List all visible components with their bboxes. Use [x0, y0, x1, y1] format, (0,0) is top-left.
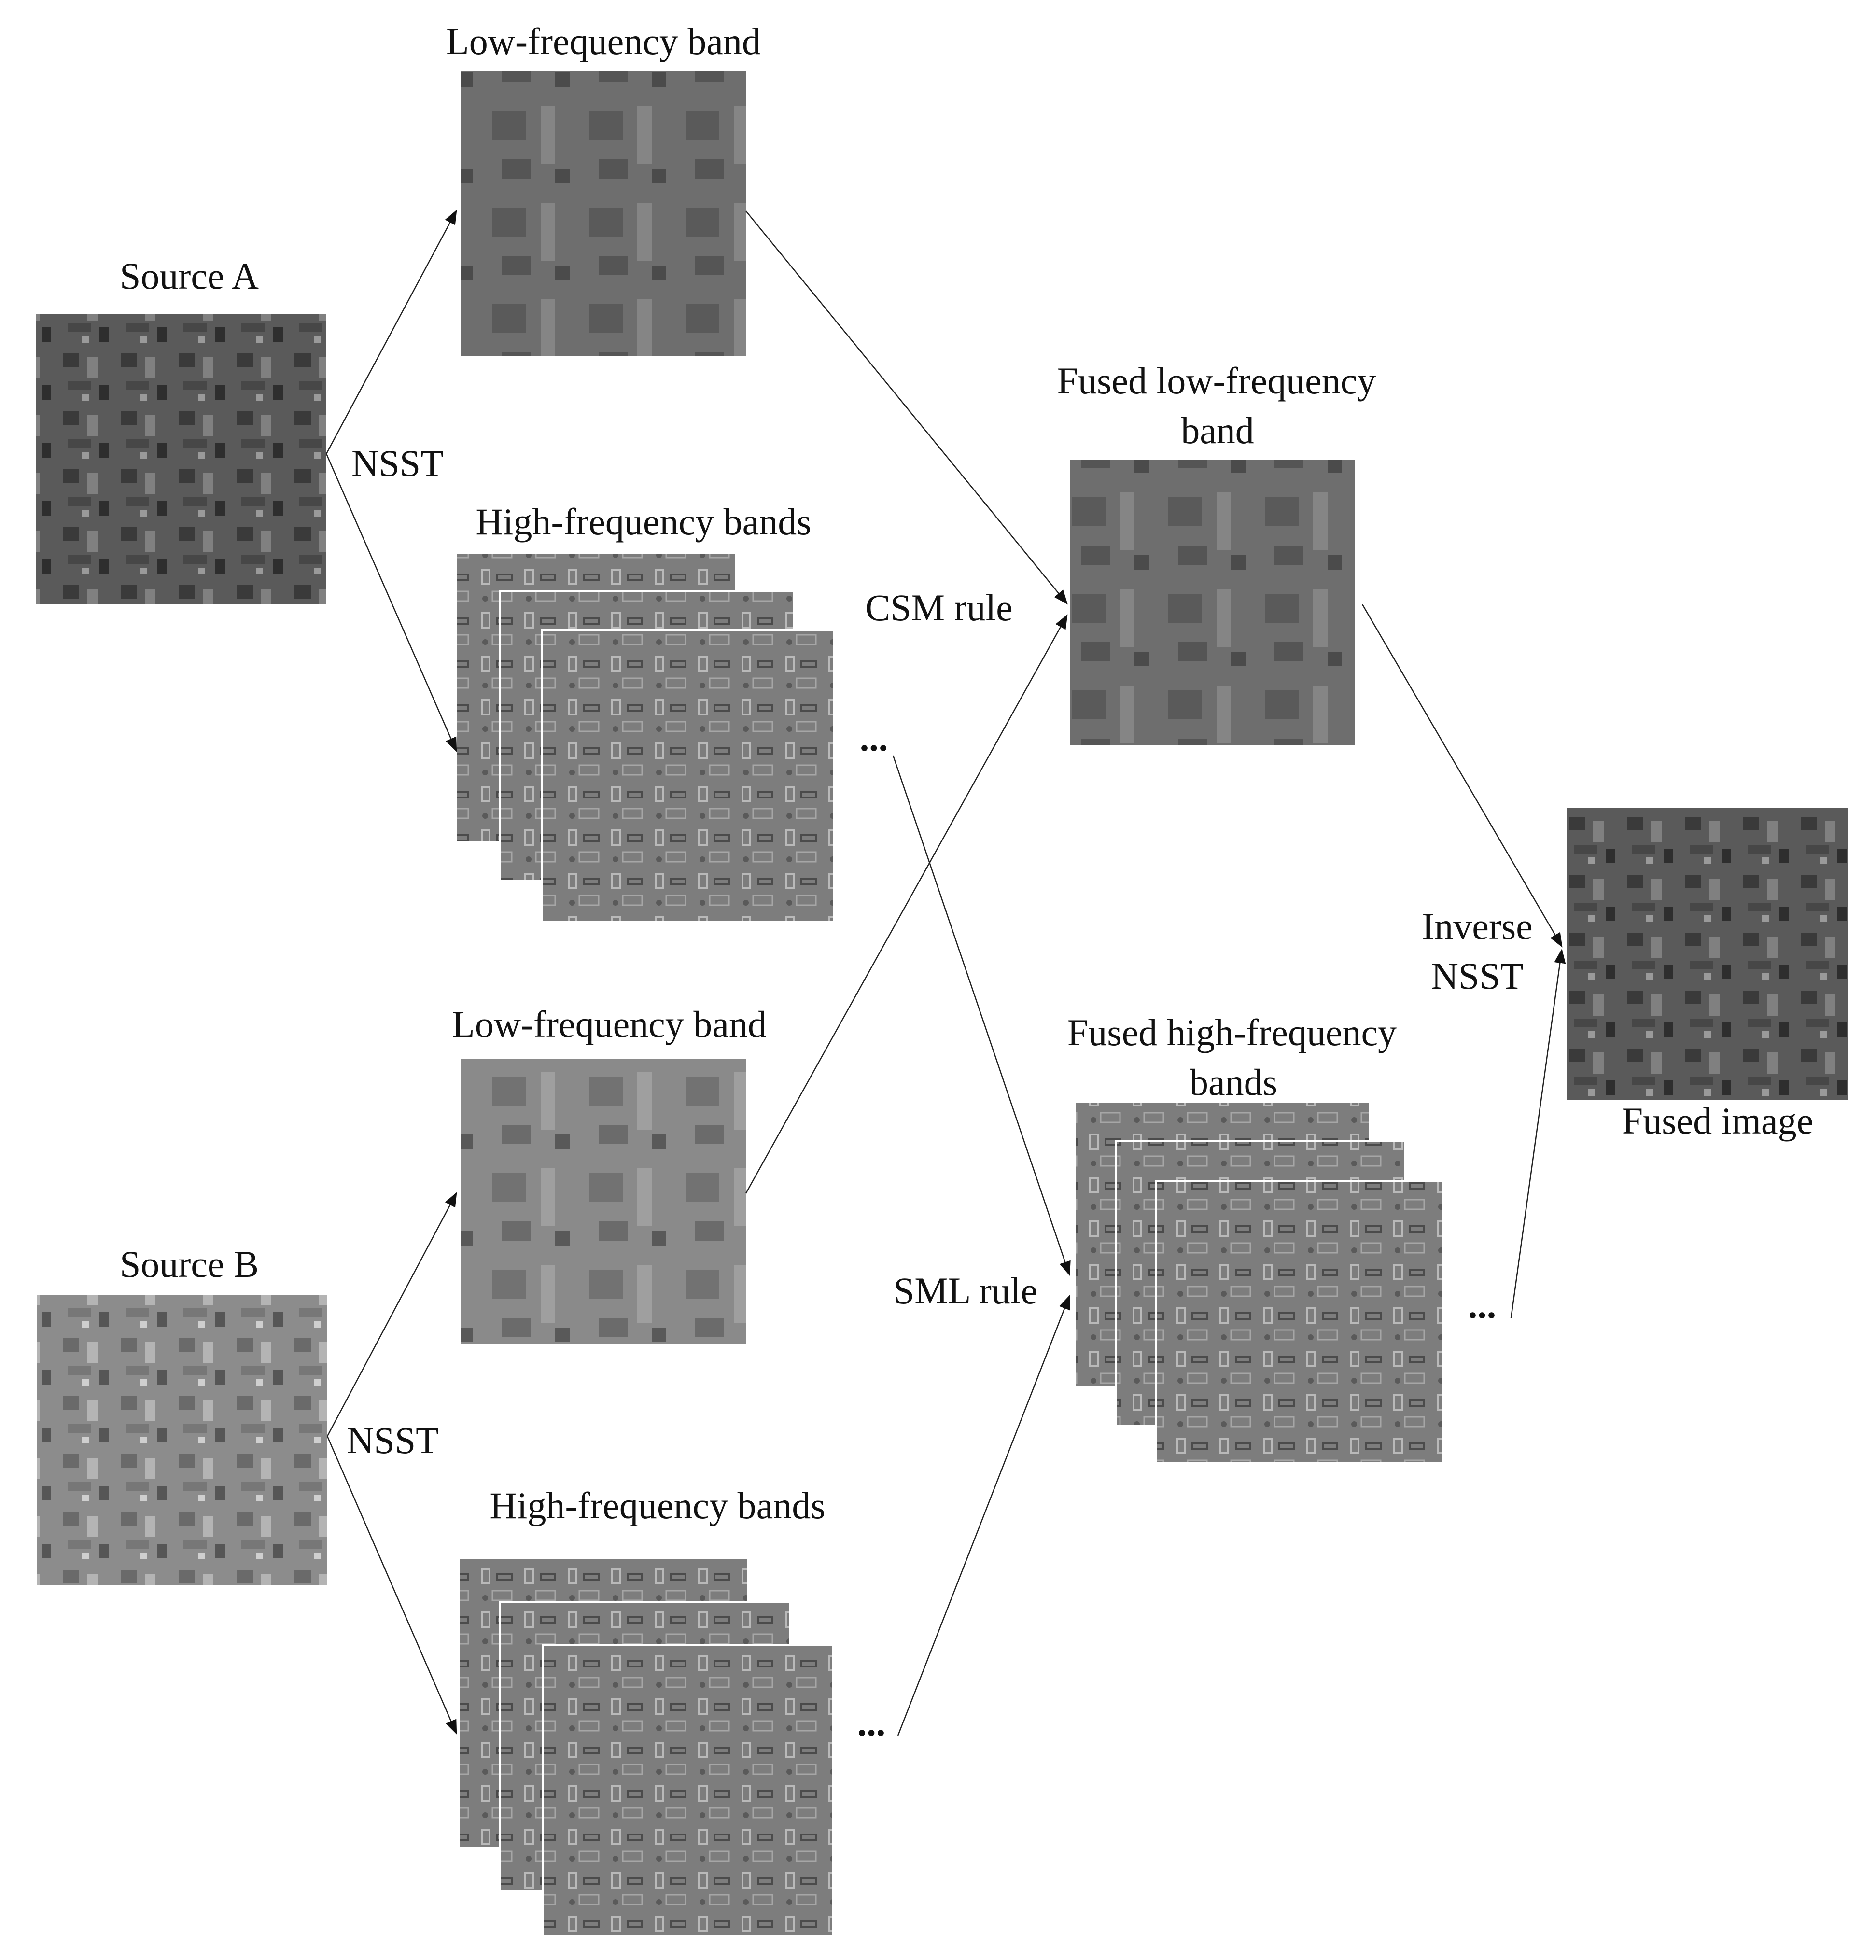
csm-rule-label: CSM rule — [865, 587, 1013, 629]
arrow-source-b-to-low-band — [326, 1192, 457, 1437]
low-band-b-image — [461, 1059, 746, 1344]
low-band-b-label: Low-frequency band — [452, 1003, 767, 1045]
fused-image-label: Fused image — [1622, 1100, 1813, 1142]
arrow-high-a-to-fused-high — [892, 755, 1071, 1276]
low-band-a-image — [461, 71, 746, 356]
fused-low-label-line2: band — [1181, 409, 1254, 451]
source-a-image — [36, 314, 326, 604]
arrow-source-b-to-high-bands — [326, 1436, 457, 1735]
ellipsis-high-b: ... — [857, 1702, 886, 1744]
arrow-source-a-to-low-band — [325, 210, 457, 454]
source-a-label: Source A — [120, 255, 259, 297]
high-bands-b-stack — [458, 1557, 834, 1937]
arrow-high-b-to-fused-high — [897, 1295, 1070, 1736]
fused-low-label-line1: Fused low-frequency — [1057, 360, 1376, 402]
arrow-fused-high-to-fused-image — [1510, 949, 1566, 1318]
fused-high-stack — [1074, 1101, 1444, 1464]
arrow-fused-low-to-fused-image — [1361, 604, 1563, 948]
arrow-low-b-to-fused-low — [745, 614, 1068, 1194]
arrow-source-a-to-high-bands — [325, 453, 457, 752]
nsst-b-label: NSST — [347, 1419, 439, 1461]
fused-low-image — [1070, 460, 1355, 745]
source-b-label: Source B — [120, 1243, 259, 1285]
fused-image — [1567, 808, 1848, 1100]
high-bands-b-label: High-frequency bands — [490, 1484, 825, 1526]
sml-rule-label: SML rule — [894, 1270, 1037, 1312]
fused-high-label-line1: Fused high-frequency — [1067, 1011, 1397, 1053]
ellipsis-high-a: ... — [860, 717, 888, 759]
source-b-image — [37, 1295, 327, 1585]
high-bands-a-stack — [455, 552, 835, 923]
inverse-nsst-label-line1: Inverse — [1422, 905, 1533, 947]
ellipsis-fused-high: ... — [1468, 1284, 1497, 1326]
arrow-low-a-to-fused-low — [745, 210, 1068, 605]
low-band-a-label: Low-frequency band — [446, 20, 761, 62]
nsst-a-label: NSST — [351, 442, 444, 484]
high-bands-a-label: High-frequency bands — [476, 501, 811, 543]
fused-high-label-line2: bands — [1190, 1061, 1277, 1103]
inverse-nsst-label-line2: NSST — [1431, 955, 1524, 997]
